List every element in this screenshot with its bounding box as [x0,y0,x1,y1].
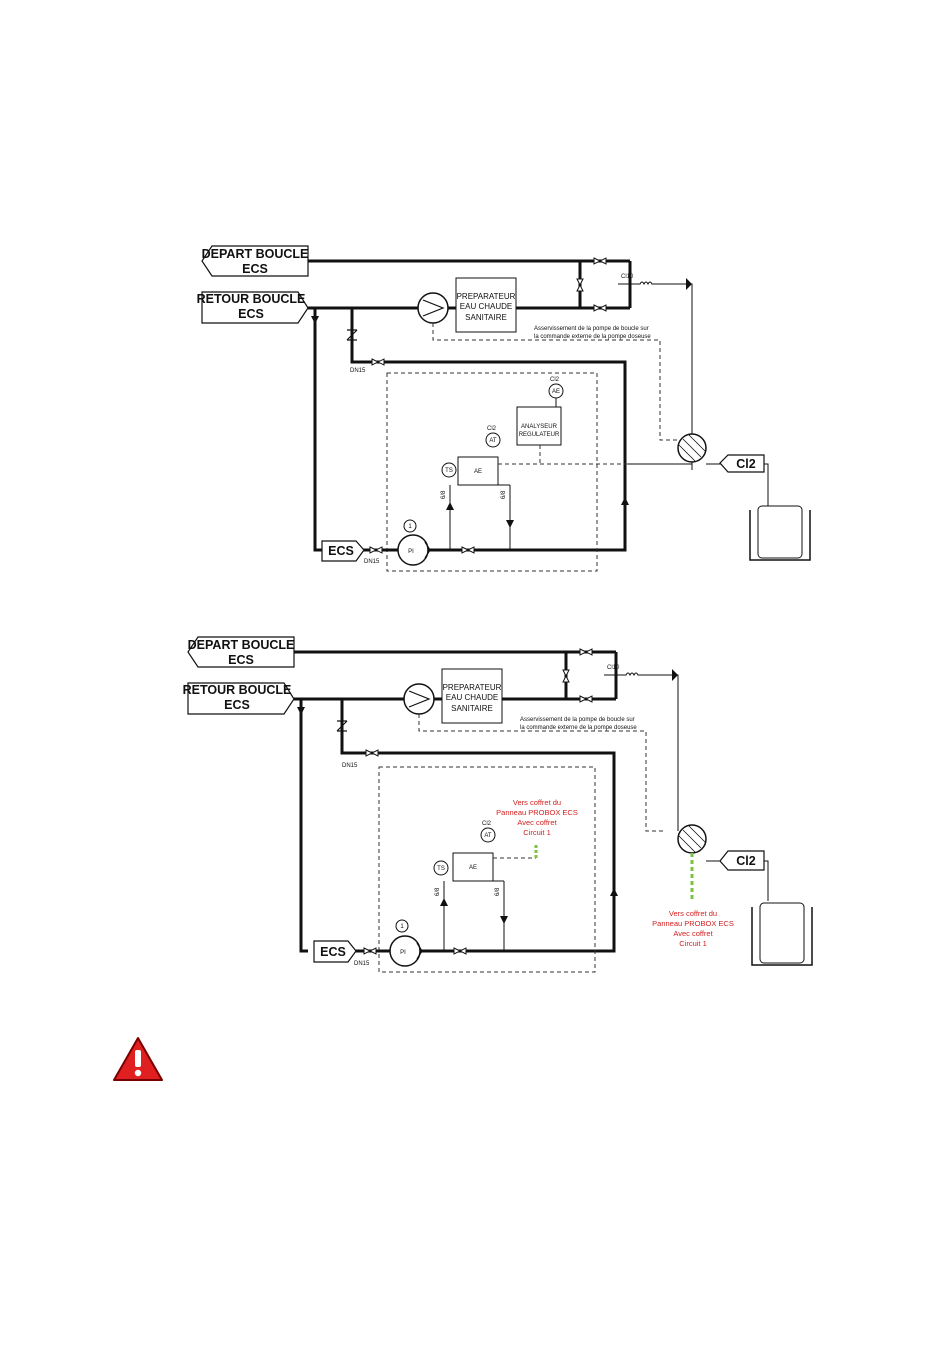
note-outer-line2: Panneau PROBOX ECS [652,919,734,928]
warning-triangle-icon [113,1037,163,1081]
enclosure [386,372,598,572]
valve-icon [365,749,379,757]
valve-icon [593,304,607,312]
note-inner-line2: Panneau PROBOX ECS [496,808,578,817]
pipe-size-b: 6/8 [495,887,501,896]
ts-sensor-icon [433,860,449,876]
cl2-tag [719,454,765,473]
preparateur-line1: PREPARATEUR [457,292,516,301]
preparateur-line2: EAU CHAUDE [460,302,512,311]
analyseur-line2: REGULATEUR [519,432,560,438]
valve-icon [579,648,593,656]
depart-line2: ECS [228,653,254,667]
check-valve-icon [336,720,348,732]
ecs-tag [313,940,357,963]
asservissement-line2: la commande externe de la pompe doseuse [534,334,651,340]
cl2-mid-label: Cl2 [482,821,492,827]
ae-label: AE [469,865,477,871]
cl2-tag-label: Cl2 [736,854,756,868]
valve-icon [576,278,584,292]
retour-line1: RETOUR BOUCLE [197,292,306,306]
ts-sensor-icon [441,462,457,478]
pipe-size-a: 6/8 [441,490,447,499]
cl10-label: Cl10 [621,274,634,280]
preparateur-line1: PREPARATEUR [443,683,502,692]
diagram-bottom: DEPART BOUCLE ECS RETOUR BOUCLE ECS PREP… [183,636,813,973]
chlorine-tank [759,902,805,964]
preparateur-line3: SANITAIRE [451,704,493,713]
enclosure [378,766,596,973]
preparateur-line2: EAU CHAUDE [446,693,498,702]
ecs-tag [321,540,365,562]
at-sensor-icon [485,432,501,448]
ts-label: TS [445,468,453,474]
pump-label: PI [400,950,406,956]
ae-top-label: AE [552,389,560,395]
ecs-label: ECS [320,945,346,959]
note-inner-line4: Circuit 1 [523,828,551,837]
depart-line1: DEPART BOUCLE [202,247,309,261]
check-valve-icon [346,329,358,341]
sampling-pump-icon [389,935,421,967]
pump-number: 1 [408,524,412,530]
note-inner-line1: Vers coffret du [513,798,561,807]
pump-label: PI [408,549,414,555]
asservissement-line1: Asservissement de la pompe de boucle sur [520,717,635,723]
note-inner-line3: Avec coffret [517,818,557,827]
sampling-pump-icon [397,534,429,566]
retour-boucle-tag: RETOUR BOUCLE ECS [183,682,295,715]
retour-line1: RETOUR BOUCLE [183,683,292,697]
dn15-lower-label: DN15 [354,961,370,967]
ae-block [457,456,499,486]
depart-line1: DEPART BOUCLE [188,638,295,652]
ae-label: AE [474,469,482,475]
chlorine-tank [757,505,803,559]
pipe-size-a: 6/8 [435,887,441,896]
preparateur-box [441,668,503,724]
valve-icon [562,669,570,683]
retour-line2: ECS [224,698,250,712]
cl2-top-label: Cl2 [550,377,560,383]
analyseur-box [516,406,562,446]
diagram-top: DEPART BOUCLE ECS RETOUR BOUCLE ECS PREP… [197,245,811,572]
asservissement-line2: la commande externe de la pompe doseuse [520,725,637,731]
dn15-upper-label: DN15 [350,368,366,374]
retour-line2: ECS [238,307,264,321]
pipe-size-b: 6/8 [501,490,507,499]
note-outer-line1: Vers coffret du [669,909,717,918]
depart-boucle-tag: DEPART BOUCLE ECS [187,636,295,668]
valve-icon [593,257,607,265]
ae-block [452,852,494,882]
valve-icon [363,947,377,955]
dn15-lower-label: DN15 [364,559,380,565]
valve-icon [579,695,593,703]
preparateur-line3: SANITAIRE [465,313,507,322]
ecs-label: ECS [328,544,354,558]
depart-boucle-tag: DEPART BOUCLE ECS [201,245,309,277]
cl2-tag-label: Cl2 [736,457,756,471]
pump-number: 1 [400,924,404,930]
valve-icon [369,546,383,554]
preparateur-box [455,277,517,333]
note-outer-line4: Circuit 1 [679,939,707,948]
cl2-tag [719,850,765,871]
at-label: AT [484,833,492,839]
depart-line2: ECS [242,262,268,276]
note-outer-line3: Avec coffret [673,929,713,938]
analyseur-line1: ANALYSEUR [521,424,558,430]
at-label: AT [489,438,497,444]
ts-label: TS [437,866,445,872]
cl2-mid-label: Cl2 [487,426,497,432]
valve-icon [371,358,385,366]
at-sensor-icon [480,827,496,843]
retour-boucle-tag: RETOUR BOUCLE ECS [197,291,309,324]
cl10-label: Cl10 [607,665,620,671]
asservissement-line1: Asservissement de la pompe de boucle sur [534,326,649,332]
dn15-upper-label: DN15 [342,763,358,769]
